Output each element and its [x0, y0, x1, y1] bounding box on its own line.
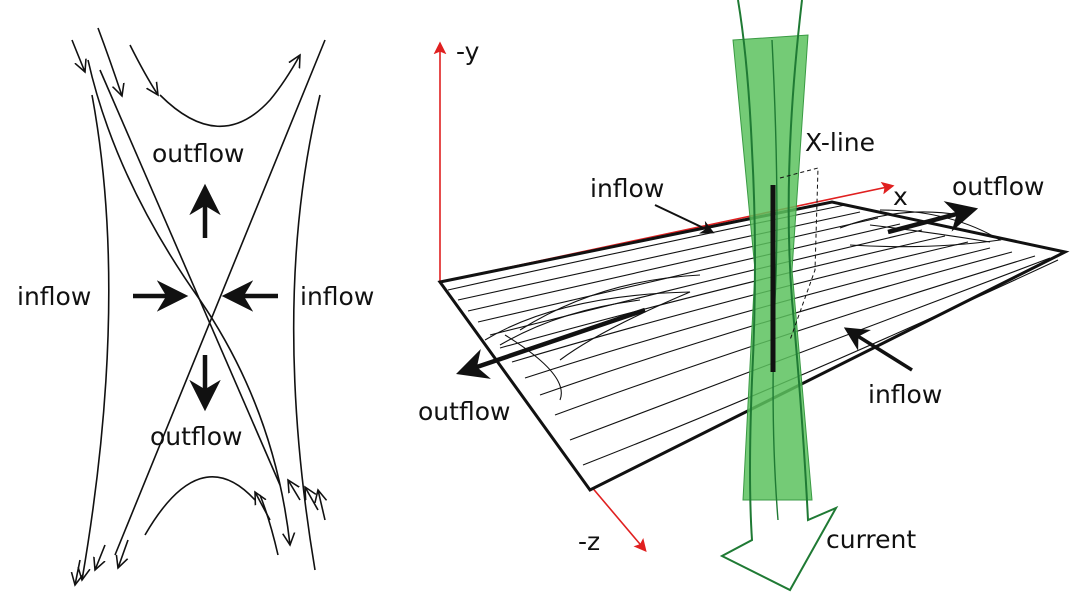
outer-field-line	[292, 94, 321, 571]
inflow-right-arrow	[843, 327, 913, 372]
field-line	[318, 490, 325, 521]
right-inflow-right-label: inflow	[868, 380, 942, 409]
x-axis-label: x	[893, 182, 908, 211]
field-line	[305, 487, 319, 511]
current-line	[719, 0, 839, 592]
left-inflow-right-label: inflow	[300, 282, 374, 311]
z-axis-label: -z	[578, 527, 600, 556]
field-line	[87, 59, 290, 545]
separatrix-line	[114, 39, 326, 556]
outer-field-line	[75, 559, 80, 585]
outer-field-line	[82, 94, 110, 580]
right-outflow-right-label: outflow	[952, 172, 1044, 201]
current-label: current	[826, 525, 916, 554]
field-line	[97, 27, 122, 96]
left-x-point-diagram: outflow outflow inflow inflow	[17, 27, 374, 585]
left-outflow-bottom-label: outflow	[150, 422, 242, 451]
outer-field-line	[118, 539, 129, 568]
right-inflow-top-label: inflow	[590, 174, 664, 203]
left-inflow-left-label: inflow	[17, 282, 91, 311]
outflow-left-arrow	[456, 307, 646, 379]
y-axis-label: -y	[456, 37, 480, 66]
field-line	[288, 480, 301, 501]
separatrix-line	[99, 69, 281, 486]
left-outflow-top-label: outflow	[152, 139, 244, 168]
x-line-dashed-box	[779, 167, 819, 341]
x-line-label: X-line	[805, 128, 875, 157]
field-line	[255, 492, 271, 521]
field-line	[71, 39, 85, 72]
field-line	[259, 494, 279, 556]
outer-field-line	[95, 544, 106, 570]
right-outflow-left-label: outflow	[418, 397, 510, 426]
z-axis	[589, 484, 647, 552]
right-3d-diagram: -y x -z	[418, 0, 1070, 592]
inflow-top-arrow	[654, 204, 715, 234]
reconnected-field-line-bottom	[144, 475, 256, 536]
reconnected-field-line-top	[159, 55, 300, 128]
field-line	[129, 44, 158, 95]
outflow-right-arrow	[887, 201, 979, 235]
